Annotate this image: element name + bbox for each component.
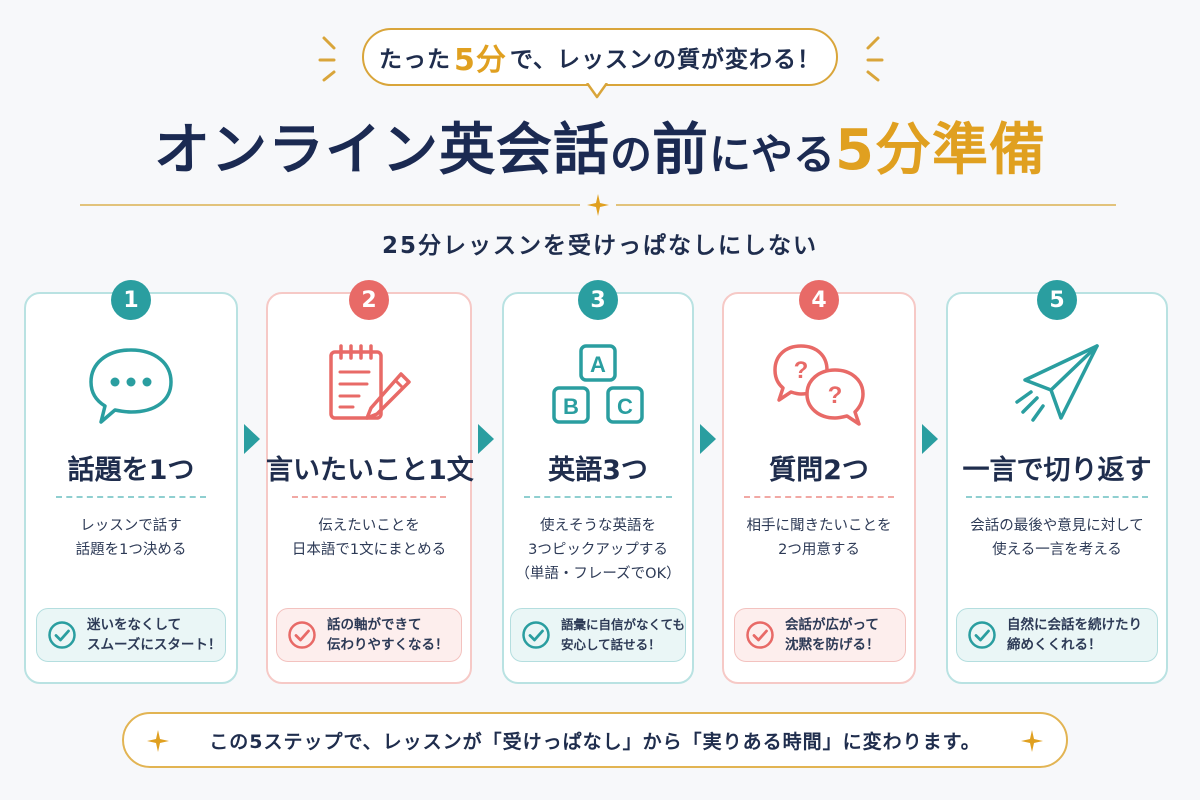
step-title-3: 英語3つ bbox=[548, 455, 648, 486]
step-desc-line: 伝えたいことを bbox=[318, 518, 420, 534]
title-part2: の bbox=[610, 130, 653, 179]
title-part3: 前 bbox=[652, 118, 710, 183]
sparkle-icon bbox=[587, 194, 609, 216]
step-benefit-line: 沈黙を防げる！ bbox=[785, 637, 880, 653]
block-letter-c: C bbox=[617, 394, 633, 419]
subtitle: 25分レッスンを受けっぱなしにしない bbox=[381, 233, 818, 259]
sparkle-rays-right-icon bbox=[866, 36, 884, 82]
step-benefit-line: 安心して話せる！ bbox=[561, 637, 661, 652]
check-circle-icon bbox=[746, 621, 774, 649]
tagline-highlight: 5分 bbox=[454, 43, 507, 78]
step-title-5: 一言で切り返す bbox=[962, 455, 1152, 486]
step-desc-5: 会話の最後や意見に対して 使える一言を考える bbox=[946, 514, 1168, 562]
step-desc-line: 使えそうな英語を bbox=[540, 518, 656, 534]
question-mark-1: ? bbox=[794, 357, 809, 384]
tagline-post: で、レッスンの質が変わる！ bbox=[509, 47, 821, 73]
page-title: オンライン英会話 の 前 にやる 5分準備 bbox=[0, 106, 1200, 186]
step-benefit-line: 締めくくれる！ bbox=[1007, 637, 1102, 653]
step-number-badge-2: 2 bbox=[349, 280, 389, 320]
step-rule-1 bbox=[56, 496, 206, 498]
arrow-right-icon bbox=[244, 424, 260, 454]
step-rule-4 bbox=[744, 496, 894, 498]
step-benefit-4: 会話が広がって 沈黙を防げる！ bbox=[734, 608, 906, 662]
step-desc-2: 伝えたいことを 日本語で1文にまとめる bbox=[266, 514, 472, 562]
step-benefit-1: 迷いをなくして スムーズにスタート！ bbox=[36, 608, 226, 662]
step-benefit-line: 伝わりやすくなる！ bbox=[327, 637, 449, 653]
check-circle-icon bbox=[522, 621, 550, 649]
step-benefit-line: スムーズにスタート！ bbox=[87, 637, 222, 653]
step-desc-line: レッスンで話す bbox=[80, 518, 182, 534]
check-circle-icon bbox=[48, 621, 76, 649]
footer-text: この5ステップで、レッスンが「受けっぱなし」から「実りある時間」に変わります。 bbox=[209, 730, 981, 753]
title-part1: オンライン英会話 bbox=[154, 118, 610, 183]
sparkle-rays-left-icon bbox=[318, 36, 336, 82]
step-desc-line: 相手に聞きたいことを bbox=[746, 518, 892, 534]
check-circle-icon bbox=[968, 621, 996, 649]
step-benefit-2: 話の軸ができて 伝わりやすくなる！ bbox=[276, 608, 462, 662]
step-desc-line: 使える一言を考える bbox=[992, 542, 1122, 558]
step-desc-line: 2つ用意する bbox=[778, 542, 860, 558]
step-desc-3: 使えそうな英語を 3つピックアップする （単語・フレーズでOK） bbox=[502, 514, 694, 586]
bubble-tail-icon bbox=[586, 83, 608, 99]
abc-blocks-icon: A B C bbox=[552, 344, 644, 424]
arrow-right-icon bbox=[478, 424, 494, 454]
step-number-badge-3: 3 bbox=[578, 280, 618, 320]
notepad-pencil-icon bbox=[329, 344, 411, 420]
step-desc-1: レッスンで話す 話題を1つ決める bbox=[24, 514, 238, 562]
step-desc-4: 相手に聞きたいことを 2つ用意する bbox=[722, 514, 916, 562]
sparkle-icon bbox=[1021, 730, 1043, 752]
title-part4: にやる bbox=[709, 130, 836, 179]
step-desc-line: 日本語で1文にまとめる bbox=[291, 542, 447, 558]
arrow-right-icon bbox=[700, 424, 716, 454]
divider-left bbox=[80, 204, 580, 206]
block-letter-a: A bbox=[590, 352, 606, 377]
step-benefit-5: 自然に会話を続けたり 締めくくれる！ bbox=[956, 608, 1158, 662]
footer-banner: この5ステップで、レッスンが「受けっぱなし」から「実りある時間」に変わります。 bbox=[122, 712, 1068, 768]
question-mark-2: ? bbox=[828, 382, 843, 409]
title-part5: 5分準備 bbox=[835, 118, 1046, 183]
question-bubbles-icon: ? ? bbox=[773, 344, 865, 426]
step-rule-3 bbox=[524, 496, 672, 498]
sparkle-icon bbox=[147, 730, 169, 752]
step-benefit-3: 語彙に自信がなくても 安心して話せる！ bbox=[510, 608, 686, 662]
step-rule-5 bbox=[966, 496, 1148, 498]
step-number-badge-5: 5 bbox=[1037, 280, 1077, 320]
tagline-bubble: たった 5分 で、レッスンの質が変わる！ bbox=[362, 28, 838, 86]
step-number-badge-4: 4 bbox=[799, 280, 839, 320]
paper-plane-icon bbox=[1015, 344, 1099, 422]
tagline-pre: たった bbox=[379, 47, 452, 73]
step-rule-2 bbox=[292, 496, 446, 498]
block-letter-b: B bbox=[563, 394, 579, 419]
step-benefit-line: 会話が広がって bbox=[785, 617, 879, 633]
step-desc-line: 会話の最後や意見に対して bbox=[970, 518, 1144, 534]
step-desc-line: 話題を1つ決める bbox=[75, 542, 187, 558]
step-number-badge-1: 1 bbox=[111, 280, 151, 320]
step-title-4: 質問2つ bbox=[769, 455, 869, 486]
step-benefit-line: 語彙に自信がなくても bbox=[561, 617, 686, 632]
step-title-2: 言いたいこと1文 bbox=[266, 455, 474, 486]
check-circle-icon bbox=[288, 621, 316, 649]
step-title-1: 話題を1つ bbox=[67, 455, 195, 486]
step-desc-line: （単語・フレーズでOK） bbox=[515, 566, 681, 582]
step-desc-line: 3つピックアップする bbox=[528, 542, 668, 558]
chat-bubble-icon bbox=[89, 348, 173, 424]
arrow-right-icon bbox=[922, 424, 938, 454]
step-benefit-line: 迷いをなくして bbox=[87, 617, 182, 633]
step-benefit-line: 自然に会話を続けたり bbox=[1007, 617, 1142, 633]
step-benefit-line: 話の軸ができて bbox=[327, 617, 422, 633]
divider-right bbox=[616, 204, 1116, 206]
